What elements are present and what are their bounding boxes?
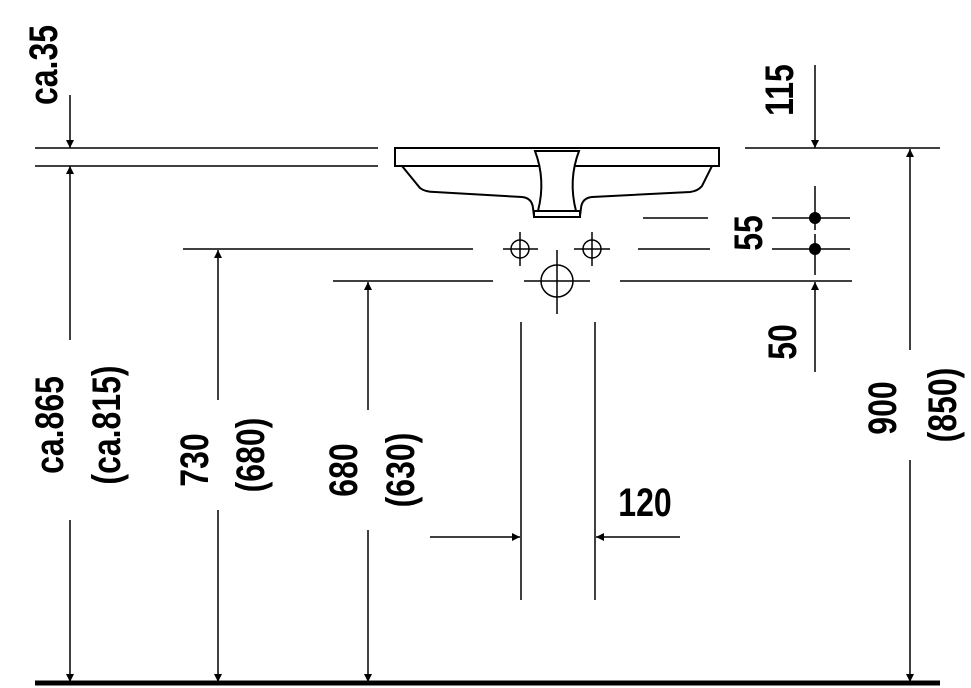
label-total-height-alt: (ca.815) [84, 365, 129, 484]
label-supply-height: 730 [172, 433, 217, 486]
label-drain-height: 680 [321, 443, 366, 496]
label-overflow-height: ca.35 [21, 25, 66, 105]
label-rim-height: 900 [860, 381, 905, 434]
label-drain-offset: 50 [760, 324, 805, 360]
supply-connections [503, 186, 821, 314]
label-supply-height-alt: (680) [228, 418, 273, 493]
label-drain-height-alt: (630) [378, 433, 423, 508]
label-rim-height-alt: (850) [920, 368, 965, 443]
label-supply-spacing: 55 [726, 215, 771, 251]
label-pipe-spacing: 120 [618, 480, 671, 525]
label-total-height: ca.865 [27, 376, 72, 474]
dimension-labels: ca.35 115 ca.865 (ca.815) 730 (680) 680 … [21, 25, 965, 530]
label-rim-thickness: 115 [757, 64, 802, 116]
reference-lines [35, 147, 940, 686]
washbasin-profile [394, 147, 720, 218]
